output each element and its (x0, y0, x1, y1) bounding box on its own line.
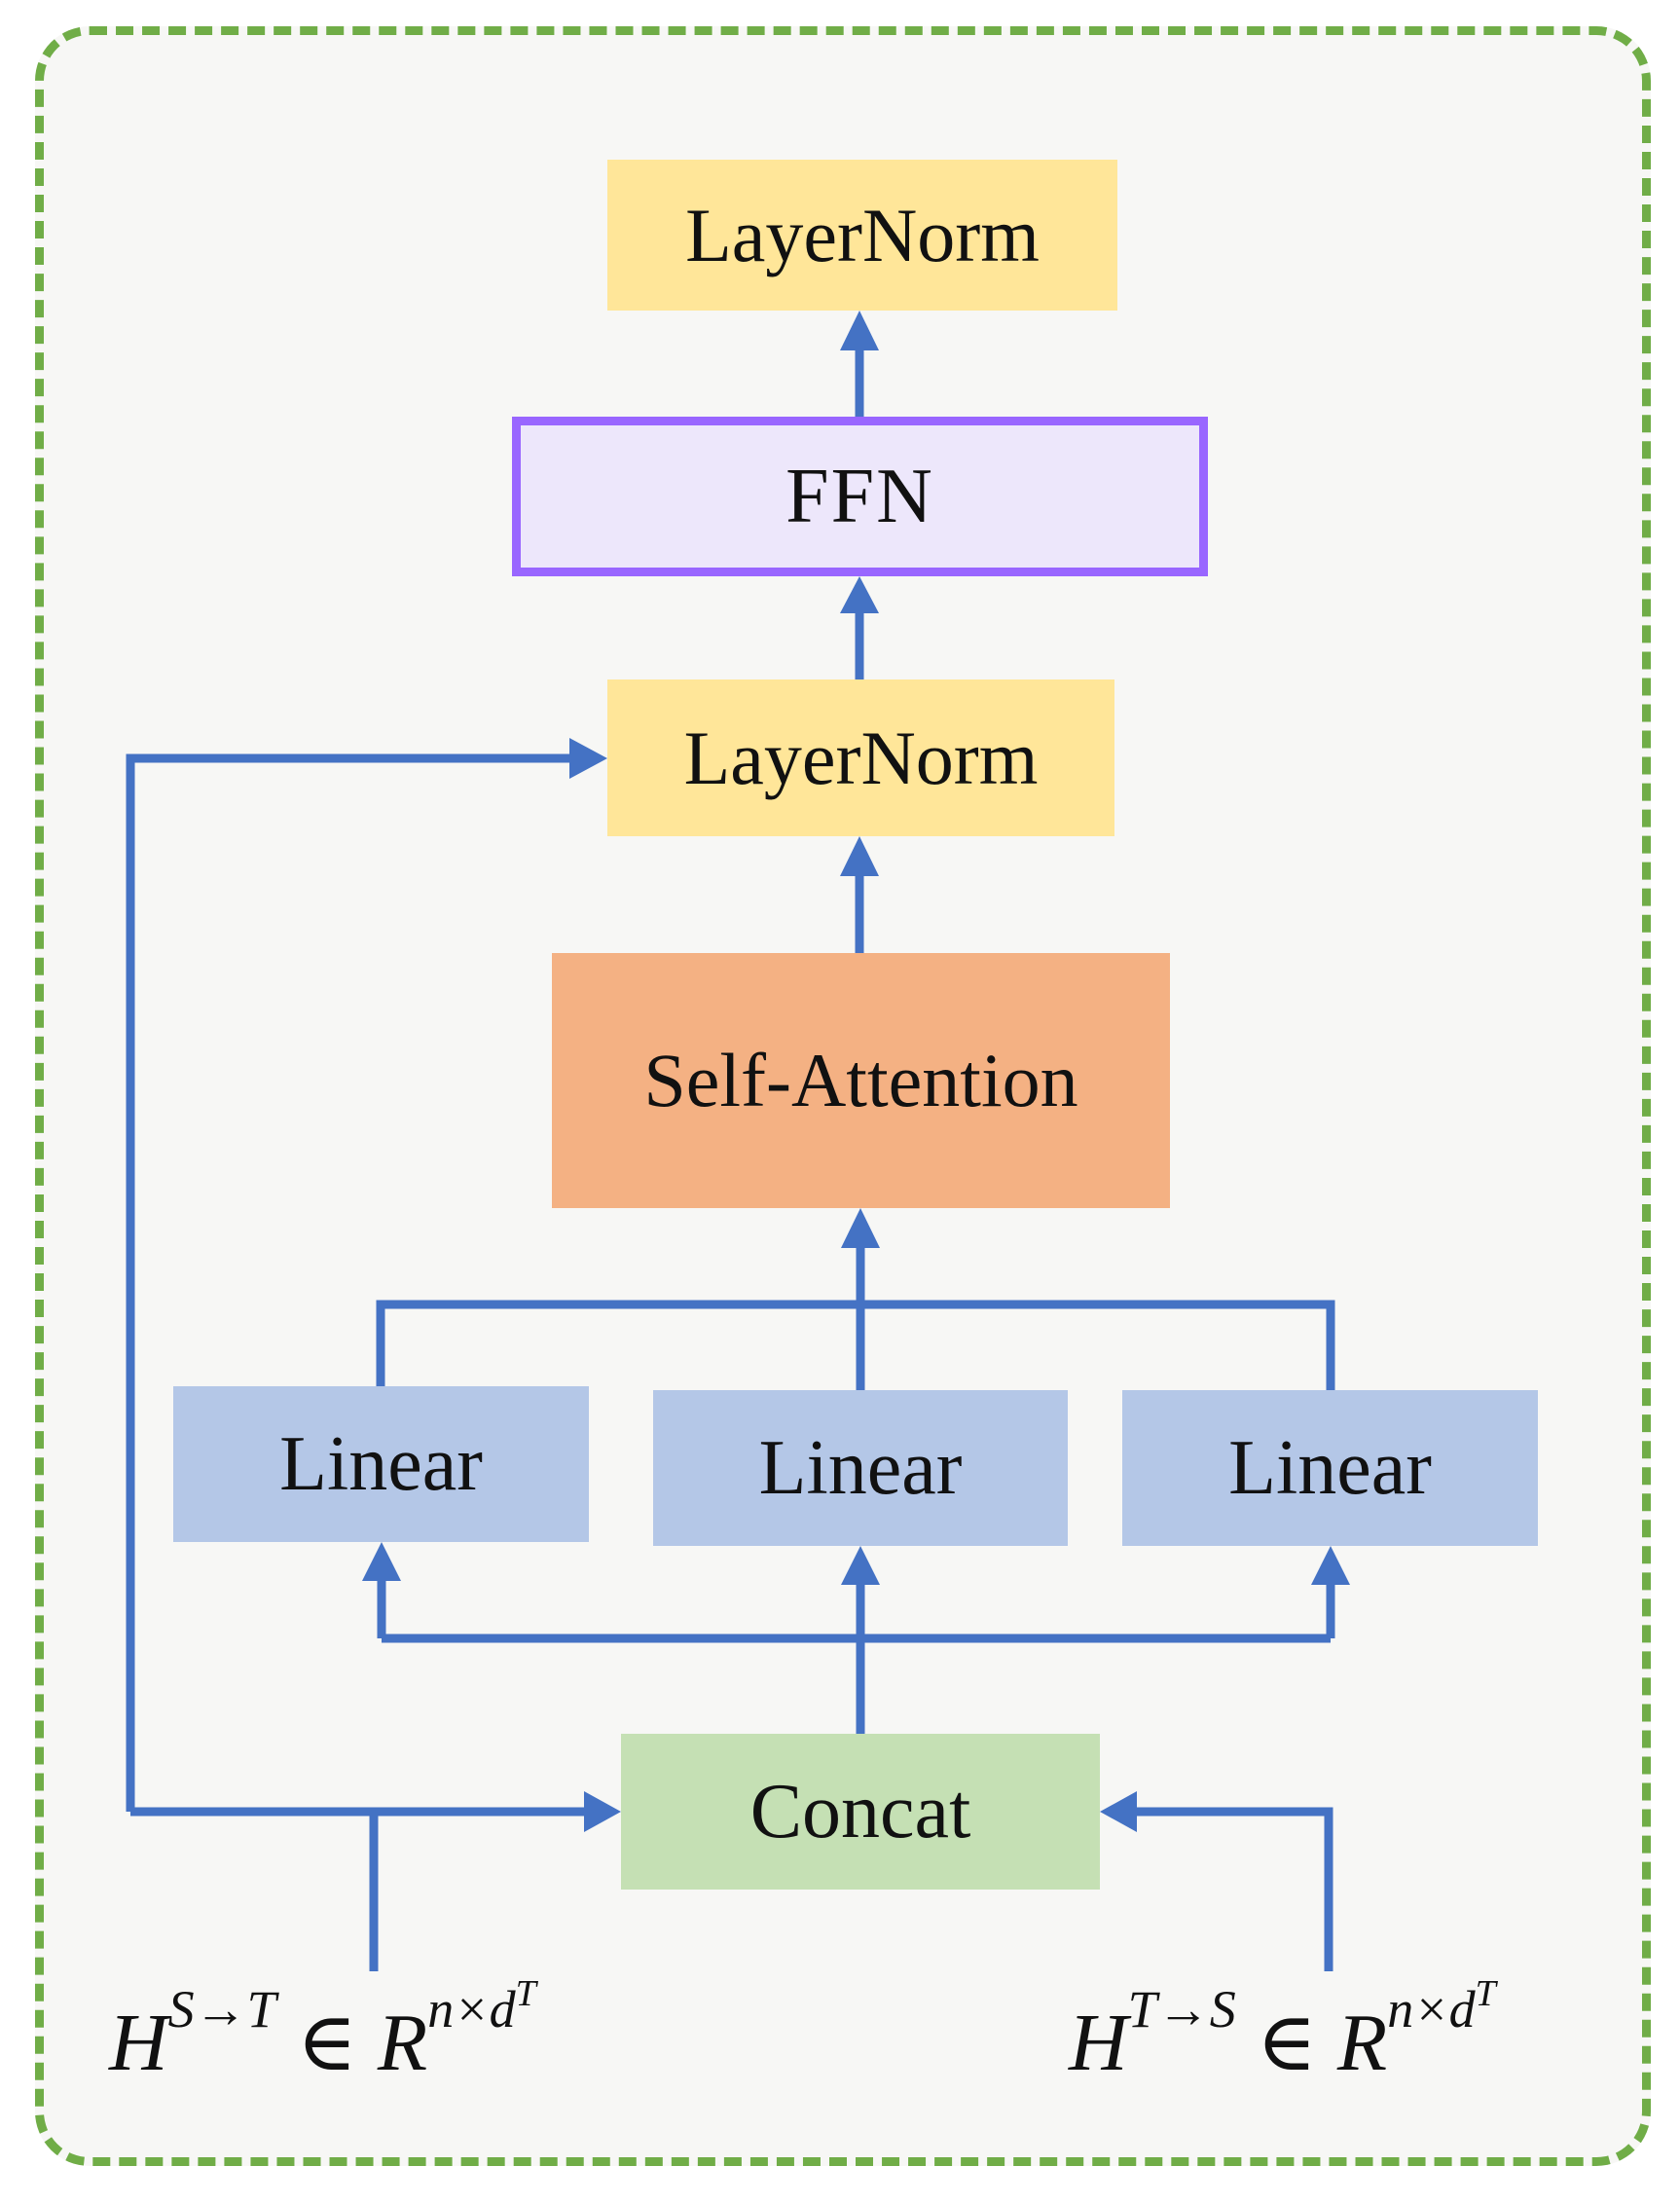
concat-label: Concat (749, 1768, 971, 1854)
arrowhead-linear-3 (1311, 1546, 1350, 1585)
self-attention-box: Self-Attention (552, 953, 1170, 1208)
arrowhead-concat-right (1100, 1791, 1137, 1832)
self-attention-label: Self-Attention (643, 1038, 1078, 1122)
arrowhead-residual (569, 738, 607, 779)
input-left-space: R (377, 1998, 428, 2088)
arrow-right-input-to-concat (1133, 1807, 1333, 1971)
input-left-formula: HS→T ∈ Rn×dT (109, 1973, 536, 2090)
input-right-base: H (1069, 1998, 1128, 2088)
input-left-superscript: S→T (167, 1980, 276, 2038)
ffn-box: FFN (512, 417, 1208, 576)
arrowhead-attention (841, 1208, 880, 1248)
line-linear-merge (376, 1300, 1335, 1390)
input-left-base: H (109, 1998, 168, 2088)
arrowhead-ffn (840, 576, 879, 613)
input-right-formula: HT→S ∈ Rn×dT (1069, 1973, 1496, 2090)
linear-box-3: Linear (1122, 1390, 1538, 1546)
input-right-relation: ∈ (1256, 1998, 1317, 2088)
linear-box-1: Linear (173, 1386, 589, 1542)
linear-box-2: Linear (653, 1390, 1068, 1546)
linear-label-2: Linear (758, 1424, 963, 1511)
ffn-label: FFN (785, 453, 934, 539)
concat-box: Concat (621, 1734, 1100, 1890)
layernorm-top-box: LayerNorm (607, 160, 1117, 311)
linear-label-1: Linear (279, 1420, 483, 1507)
linear-label-3: Linear (1228, 1424, 1432, 1511)
input-left-space-superscript-sup: T (515, 1973, 536, 2014)
layernorm-mid-box: LayerNorm (607, 679, 1114, 836)
layernorm-top-label: LayerNorm (685, 192, 1040, 277)
input-left-space-superscript: n×d (427, 1980, 516, 2038)
input-right-space: R (1336, 1998, 1388, 2088)
arrow-residual-to-layernorm-mid (126, 753, 572, 1812)
input-left-relation: ∈ (296, 1998, 357, 2088)
layernorm-mid-label: LayerNorm (683, 715, 1039, 800)
input-right-space-superscript-sup: T (1475, 1973, 1496, 2014)
arrowhead-linear-2 (841, 1546, 880, 1585)
arrowhead-layernorm-top (840, 311, 879, 350)
arrowhead-concat-left (584, 1791, 621, 1832)
input-right-space-superscript: n×d (1387, 1980, 1476, 2038)
arrowhead-layernorm-mid (840, 836, 879, 876)
arrowhead-linear-1 (362, 1542, 401, 1581)
input-right-superscript: T→S (1127, 1980, 1236, 2038)
